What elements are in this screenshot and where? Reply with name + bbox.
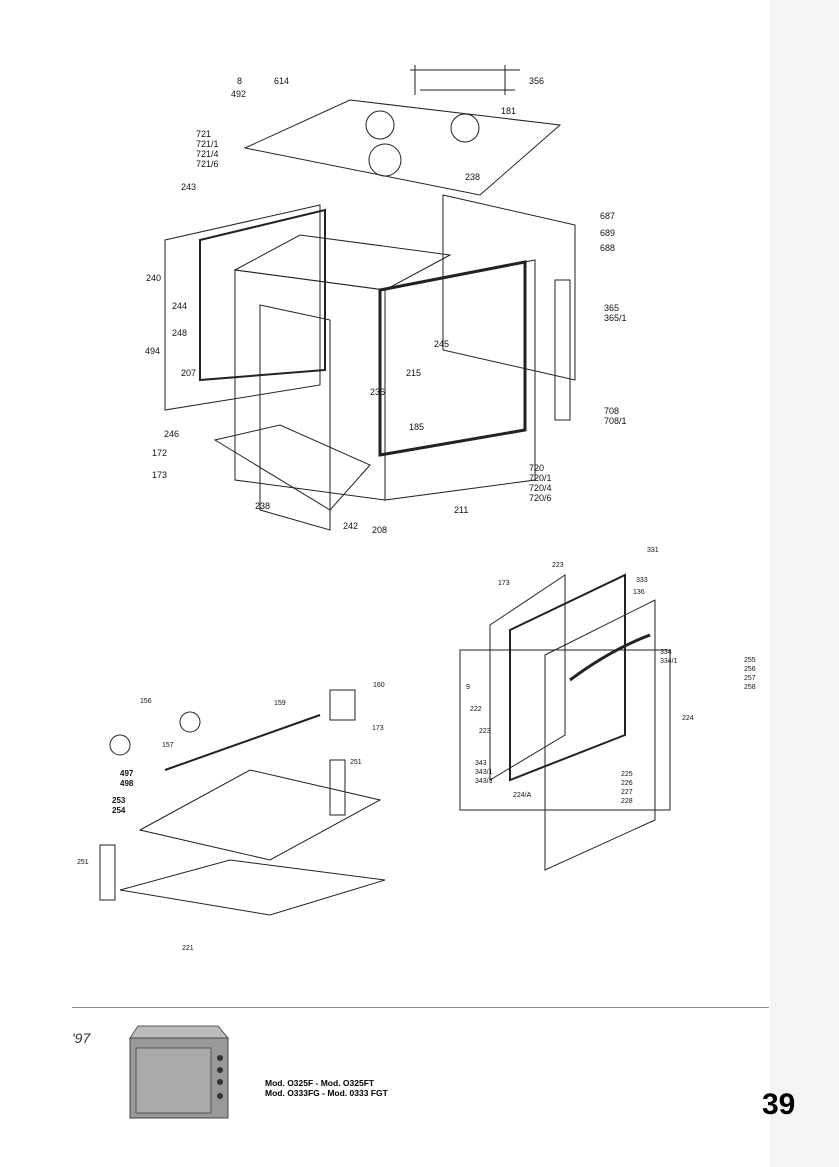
part-label: 356 xyxy=(529,76,545,86)
product-photo xyxy=(129,1025,230,1119)
part-label: 159 xyxy=(274,700,286,707)
part-label: 365 365/1 xyxy=(604,303,627,323)
part-label: 224/A xyxy=(513,792,532,799)
part-label: 215 xyxy=(406,368,422,378)
page-number: 39 xyxy=(762,1088,796,1121)
part-label: 222 xyxy=(470,706,482,713)
part-label: 334 334/1 xyxy=(660,649,678,665)
part-label: 688 xyxy=(600,243,616,253)
part-label: 721 721/1 721/4 721/6 xyxy=(196,129,219,169)
oven-door xyxy=(459,573,671,871)
part-label: 173 xyxy=(152,470,168,480)
part-label: 244 xyxy=(172,301,188,311)
part-label: 136 xyxy=(633,589,645,596)
footer-divider xyxy=(72,1007,769,1008)
part-label: 242 xyxy=(343,521,359,531)
part-label: 157 xyxy=(162,742,174,749)
page-edge-shadow xyxy=(770,0,839,1167)
part-label: 240 xyxy=(146,273,162,283)
rotisserie-and-racks xyxy=(99,689,386,916)
part-label: 172 xyxy=(152,448,168,458)
part-label: 211 xyxy=(454,505,469,515)
part-label: 236 xyxy=(370,387,386,397)
part-label: 224 xyxy=(682,715,694,722)
part-label: 238 xyxy=(255,501,271,511)
part-label: 251 xyxy=(77,859,89,866)
part-label: 343 343/1 343/3 xyxy=(475,760,493,785)
part-label: 246 xyxy=(164,429,180,439)
part-label: 238 xyxy=(465,172,481,182)
part-label: 181 xyxy=(501,106,517,116)
part-label: 689 xyxy=(600,228,616,238)
part-label: 251 xyxy=(350,759,362,766)
model-names: Mod. O325F - Mod. O325FT Mod. O333FG - M… xyxy=(265,1078,388,1098)
part-label: 173 xyxy=(372,725,384,732)
part-label: 614 xyxy=(274,76,290,86)
part-label: 243 xyxy=(181,182,197,192)
part-label: 207 xyxy=(181,368,197,378)
part-label: 9 xyxy=(466,684,470,691)
part-label: 494 xyxy=(145,346,161,356)
part-label: 248 xyxy=(172,328,188,338)
part-label: 208 xyxy=(372,525,388,535)
part-label: 156 xyxy=(140,698,152,705)
part-label: 492 xyxy=(231,89,247,99)
part-label: 225 226 227 228 xyxy=(621,771,633,805)
part-label: 720 720/1 720/4 720/6 xyxy=(529,463,552,503)
part-label: 185 xyxy=(409,422,425,432)
part-label: 708 708/1 xyxy=(604,406,627,426)
hob-top xyxy=(243,65,562,196)
oven-body xyxy=(164,194,576,531)
part-label: 173 xyxy=(498,580,510,587)
part-label: 160 xyxy=(373,682,385,689)
part-label: 223 xyxy=(552,562,564,569)
part-label: 245 xyxy=(434,339,450,349)
part-label: 687 xyxy=(600,211,616,221)
part-label: 221 xyxy=(182,945,194,952)
part-label: 333 xyxy=(636,577,648,584)
year-mark: '97 xyxy=(72,1030,91,1046)
part-label: 497 498 xyxy=(120,769,134,788)
part-label: 8 xyxy=(237,76,243,86)
part-label: 331 xyxy=(647,547,659,554)
part-label: 255 256 257 258 xyxy=(744,657,756,691)
part-label: 223 xyxy=(479,728,491,735)
part-label: 253 254 xyxy=(112,796,126,815)
